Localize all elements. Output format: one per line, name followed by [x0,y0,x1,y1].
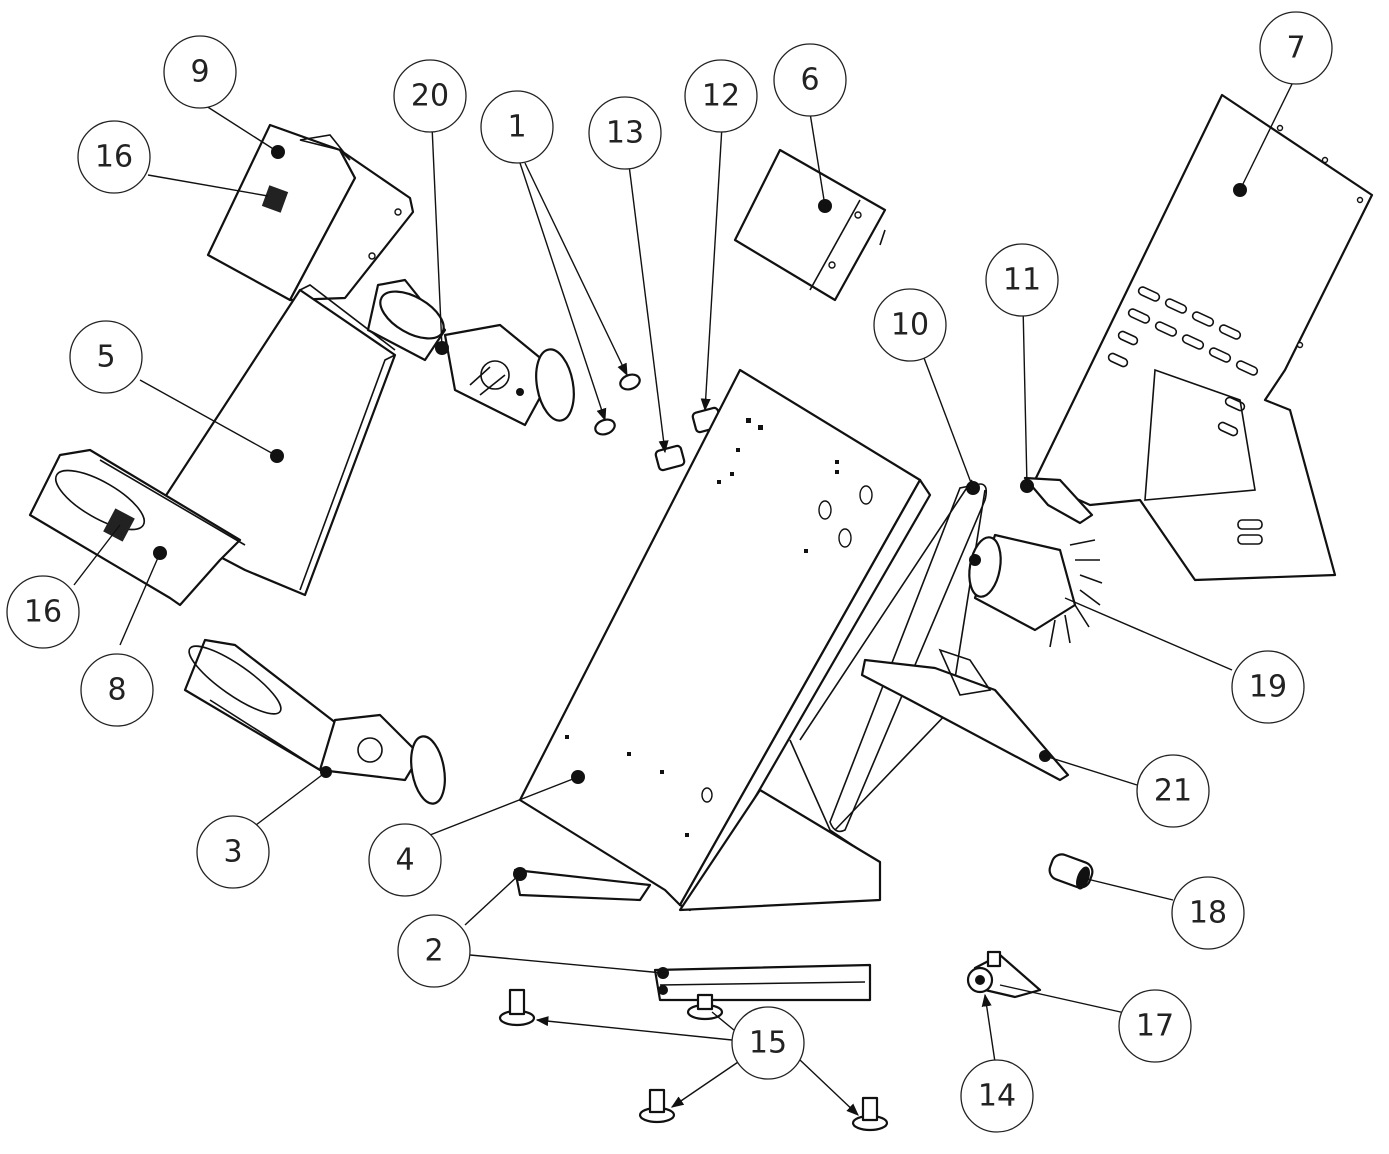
svg-text:6: 6 [800,63,819,98]
vent-slots [1107,286,1263,545]
svg-text:20: 20 [411,79,449,114]
part-15-feet [498,988,889,1132]
callout-17: 17 [1118,989,1192,1063]
part-13-bushing [654,444,686,472]
callout-7: 7 [1259,11,1333,85]
part-9-housing [206,123,415,302]
part-18-cylinder [1048,853,1094,890]
callout-5: 5 [69,320,143,394]
svg-text:18: 18 [1189,896,1227,931]
part-2-rails [513,867,872,1002]
svg-text:4: 4 [395,843,414,878]
svg-text:13: 13 [606,116,644,151]
callout-4: 4 [368,823,442,897]
callout-9: 9 [163,35,237,109]
svg-text:17: 17 [1136,1009,1174,1044]
callout-1: 1 [480,90,554,164]
callout-11: 11 [985,243,1059,317]
svg-text:2: 2 [424,934,443,969]
part-8-bracket [28,448,246,607]
callout-3: 3 [196,815,270,889]
svg-text:5: 5 [96,340,115,375]
callout-8: 8 [80,653,154,727]
callout-21: 21 [1136,754,1210,828]
svg-text:14: 14 [978,1079,1016,1114]
callout-14: 14 [960,1059,1034,1133]
svg-text:21: 21 [1154,774,1192,809]
svg-text:3: 3 [223,835,242,870]
svg-text:12: 12 [702,79,740,114]
part-19-motor [968,533,1103,648]
part-1-caps [594,373,641,436]
svg-text:7: 7 [1286,31,1305,66]
svg-text:16: 16 [95,140,133,175]
svg-text:10: 10 [891,308,929,343]
part-3-roller-assembly [183,638,446,805]
callout-6: 6 [773,43,847,117]
callout-balloons: 9 16 20 1 13 12 6 7 11 10 5 [6,11,1333,1133]
part-17-clamp [966,950,1042,999]
callout-2: 2 [397,914,471,988]
svg-text:16: 16 [24,595,62,630]
callout-15: 15 [731,1006,805,1080]
callout-16-top: 16 [77,120,151,194]
callout-13: 13 [588,96,662,170]
callout-18: 18 [1171,876,1245,950]
svg-text:8: 8 [107,673,126,708]
callout-12: 12 [684,59,758,133]
part-21-bracket [860,648,1070,782]
leader-lines [73,79,1295,1116]
svg-text:19: 19 [1249,670,1287,705]
part-6-box [733,148,887,302]
callout-19: 19 [1231,650,1305,724]
svg-text:1: 1 [507,110,526,145]
svg-text:11: 11 [1003,263,1041,298]
callout-10: 10 [873,288,947,362]
callout-20: 20 [393,59,467,133]
part-4-chassis [518,368,932,912]
callout-16-bottom: 16 [6,575,80,649]
svg-text:15: 15 [749,1026,787,1061]
part-20-roller-assembly [366,278,575,427]
svg-text:9: 9 [190,55,209,90]
